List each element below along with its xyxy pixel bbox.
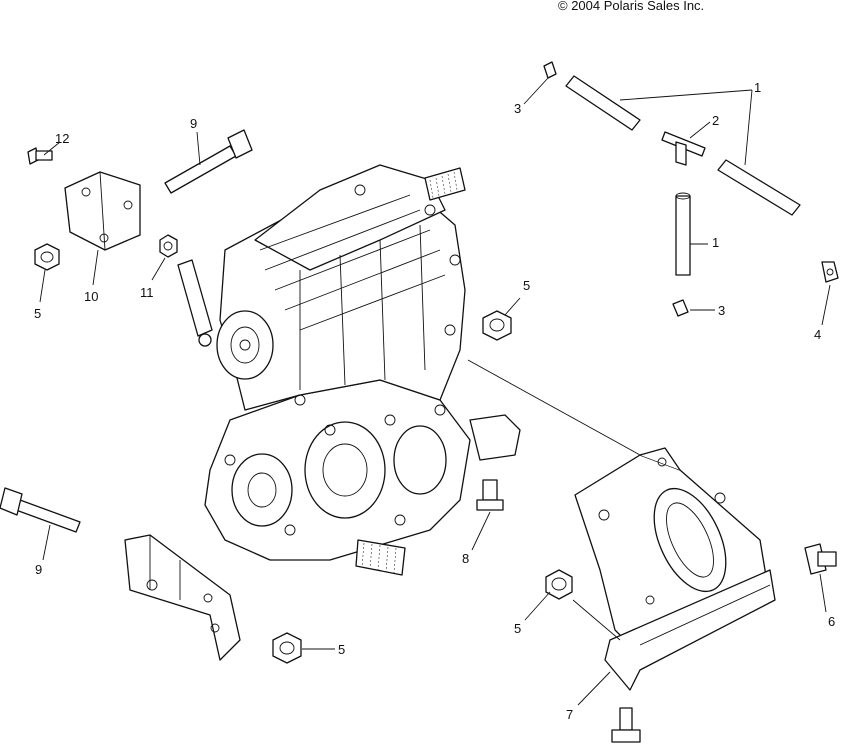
callout-8: 8 xyxy=(462,551,469,566)
clamp-3-top xyxy=(543,61,557,79)
tee-fitting-2 xyxy=(661,131,706,166)
bolt-9-top xyxy=(164,129,253,194)
callout-5-left: 5 xyxy=(34,306,41,321)
bolt-under-bracket xyxy=(611,707,641,743)
nut-5-center xyxy=(482,310,512,341)
callout-labels: 1 2 3 1 3 4 12 9 5 10 11 5 9 8 5 5 6 7 xyxy=(34,80,835,722)
callout-5-bottom-right: 5 xyxy=(514,621,521,636)
callout-2: 2 xyxy=(712,113,719,128)
callout-9-left: 9 xyxy=(35,562,42,577)
bolt-9-left xyxy=(0,487,81,533)
callout-11: 11 xyxy=(140,285,154,300)
callout-6: 6 xyxy=(828,614,835,629)
nut-5-left xyxy=(34,243,60,271)
hose-1-right xyxy=(717,159,801,216)
clamp-3-mid xyxy=(672,299,689,317)
hose-1-top xyxy=(565,75,641,131)
bracket-10 xyxy=(64,171,141,251)
nut-5-bottom-left xyxy=(272,632,302,664)
bolt-6 xyxy=(804,543,837,575)
callout-5-center: 5 xyxy=(523,278,530,293)
nut-5-bottom-right xyxy=(545,569,573,600)
nut-11 xyxy=(159,234,178,258)
fitting-4 xyxy=(821,261,839,283)
bolt-12 xyxy=(27,147,53,165)
lower-left-bracket xyxy=(124,534,241,661)
callout-1-mid: 1 xyxy=(712,235,719,250)
bolt-8 xyxy=(476,479,504,511)
hose-1-vertical xyxy=(675,192,691,276)
bracket-7 xyxy=(574,447,776,691)
callout-9-top: 9 xyxy=(190,116,197,131)
callout-5-bottom-left: 5 xyxy=(338,642,345,657)
leader-lines xyxy=(39,77,831,706)
callout-7: 7 xyxy=(566,707,573,722)
copyright-notice: © 2004 Polaris Sales Inc. xyxy=(558,0,705,13)
transmission-assembly xyxy=(177,164,521,576)
callout-10: 10 xyxy=(84,289,98,304)
callout-4: 4 xyxy=(814,327,821,342)
callout-1-top: 1 xyxy=(754,80,761,95)
callout-3-top: 3 xyxy=(514,101,521,116)
callout-12: 12 xyxy=(55,131,69,146)
callout-3-mid: 3 xyxy=(718,303,725,318)
